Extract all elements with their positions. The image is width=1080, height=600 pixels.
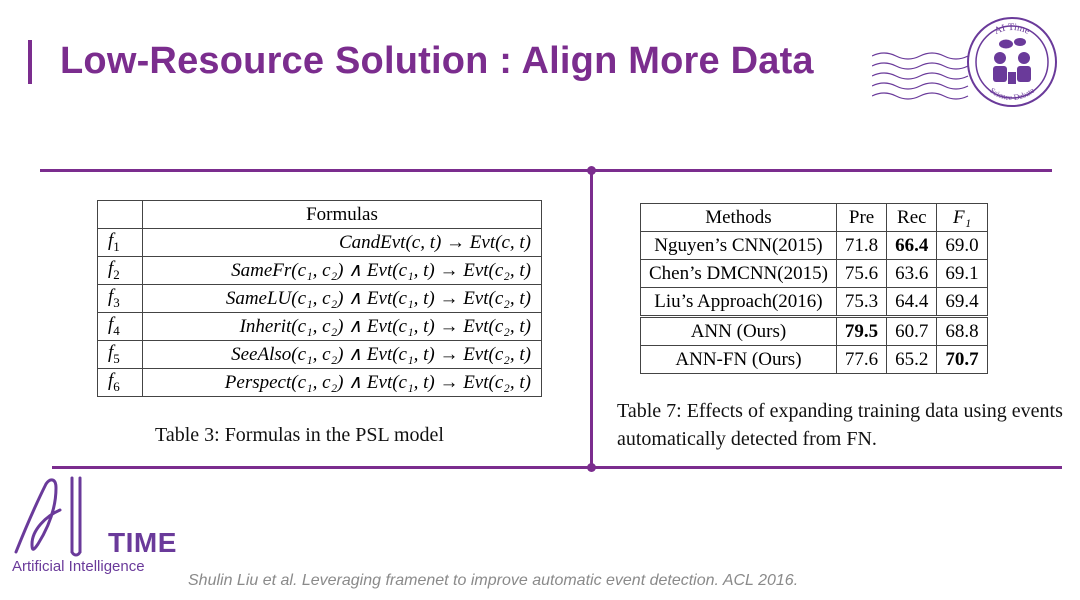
bottom-divider	[52, 466, 1062, 469]
vertical-divider	[590, 171, 593, 469]
results-table: Methods Pre Rec F₁ Nguyen’s CNN(2015)71.…	[640, 203, 988, 374]
results-cell-f1: 69.4	[936, 287, 988, 317]
divider-dot-bottom	[587, 463, 596, 472]
logo-time-word: TIME	[108, 527, 177, 558]
results-cell-pre: 75.3	[835, 287, 888, 317]
formula-expression: SameFr(c₁, c₂) ∧ Evt(c₁, t) → Evt(c₂, t)	[142, 256, 542, 285]
results-cell-f1: 68.8	[936, 315, 988, 346]
table3-caption: Table 3: Formulas in the PSL model	[155, 424, 444, 446]
results-cell-method: Chen’s DMCNN(2015)	[640, 259, 837, 288]
results-cell-pre: 79.5	[835, 315, 888, 346]
formulas-header: Formulas	[142, 200, 542, 229]
results-cell-rec: 63.6	[886, 259, 938, 288]
formula-id: f6	[97, 368, 143, 397]
wave-lines-decoration	[872, 52, 969, 100]
formula-id: f2	[97, 256, 143, 285]
rec-header: Rec	[886, 203, 938, 232]
ai-time-logo-mark	[14, 476, 82, 557]
results-cell-pre: 71.8	[835, 231, 888, 260]
results-cell-f1: 70.7	[936, 345, 988, 374]
formula-id: f1	[97, 228, 143, 257]
results-cell-rec: 60.7	[886, 315, 938, 346]
divider-dot-top	[587, 166, 596, 175]
ai-time-seal-logo: AI Time Science Debate	[967, 17, 1057, 107]
formula-expression: Perspect(c₁, c₂) ∧ Evt(c₁, t) → Evt(c₂, …	[142, 368, 542, 397]
formula-id: f4	[97, 312, 143, 341]
svg-text:AI Time: AI Time	[993, 22, 1033, 37]
results-cell-rec: 65.2	[886, 345, 938, 374]
top-divider	[40, 169, 1052, 172]
title-accent-bar	[28, 40, 32, 84]
formula-id-header	[97, 200, 143, 229]
results-cell-pre: 77.6	[835, 345, 888, 374]
f1-header: F₁	[936, 203, 988, 232]
results-cell-f1: 69.0	[936, 231, 988, 260]
formula-expression: SameLU(c₁, c₂) ∧ Evt(c₁, t) → Evt(c₂, t)	[142, 284, 542, 313]
methods-header: Methods	[640, 203, 837, 232]
formula-id: f3	[97, 284, 143, 313]
results-cell-f1: 69.1	[936, 259, 988, 288]
results-cell-method: ANN-FN (Ours)	[640, 345, 837, 374]
logo-subtitle: Artificial Intelligence	[12, 558, 145, 575]
formula-expression: Inherit(c₁, c₂) ∧ Evt(c₁, t) → Evt(c₂, t…	[142, 312, 542, 341]
results-cell-method: Liu’s Approach(2016)	[640, 287, 837, 317]
results-cell-rec: 64.4	[886, 287, 938, 317]
formula-id: f5	[97, 340, 143, 369]
formula-expression: SeeAlso(c₁, c₂) ∧ Evt(c₁, t) → Evt(c₂, t…	[142, 340, 542, 369]
citation-text: Shulin Liu et al. Leveraging framenet to…	[188, 572, 799, 589]
results-cell-rec: 66.4	[886, 231, 938, 260]
table7-caption: Table 7: Effects of expanding training d…	[617, 400, 1063, 450]
results-cell-pre: 75.6	[835, 259, 888, 288]
pre-header: Pre	[835, 203, 888, 232]
results-cell-method: ANN (Ours)	[640, 315, 837, 346]
formula-expression: CandEvt(c, t) → Evt(c, t)	[142, 228, 542, 257]
slide-title: Low-Resource Solution : Align More Data	[60, 40, 814, 82]
results-cell-method: Nguyen’s CNN(2015)	[640, 231, 837, 260]
